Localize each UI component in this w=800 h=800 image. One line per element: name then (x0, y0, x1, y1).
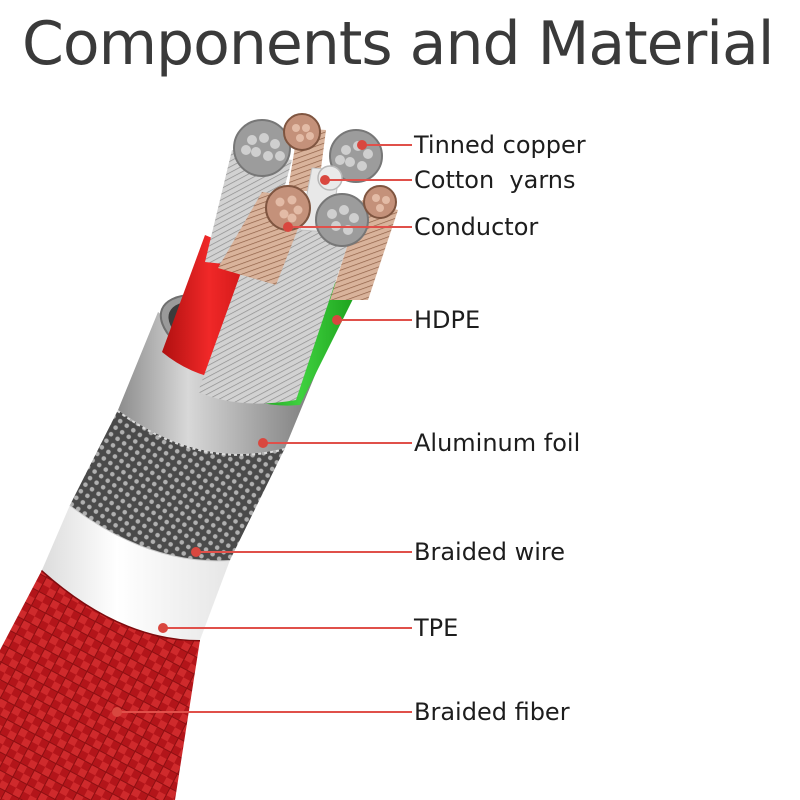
label-braided-fiber: Braided fiber (414, 698, 570, 726)
label-cotton-yarns: Cotton yarns (414, 166, 576, 194)
leader-dot-tpe (158, 623, 168, 633)
label-tpe: TPE (414, 614, 459, 642)
leader-dot-braided-fiber (112, 707, 122, 717)
label-conductor: Conductor (414, 213, 539, 241)
leader-dot-tinned-copper (357, 140, 367, 150)
label-tinned-copper: Tinned copper (414, 131, 586, 159)
leader-lines (112, 140, 412, 717)
leader-dot-aluminum-foil (258, 438, 268, 448)
page-title: Components and Material (22, 9, 774, 79)
leader-dot-hdpe (332, 315, 342, 325)
inner-cores (162, 128, 398, 406)
leader-dot-braided-wire (191, 547, 201, 557)
strand-ends (233, 113, 397, 247)
leader-dot-conductor (283, 222, 293, 232)
label-aluminum-foil: Aluminum foil (414, 429, 581, 457)
leader-dot-cotton-yarns (320, 175, 330, 185)
label-hdpe: HDPE (414, 306, 481, 334)
label-braided-wire: Braided wire (414, 538, 565, 566)
